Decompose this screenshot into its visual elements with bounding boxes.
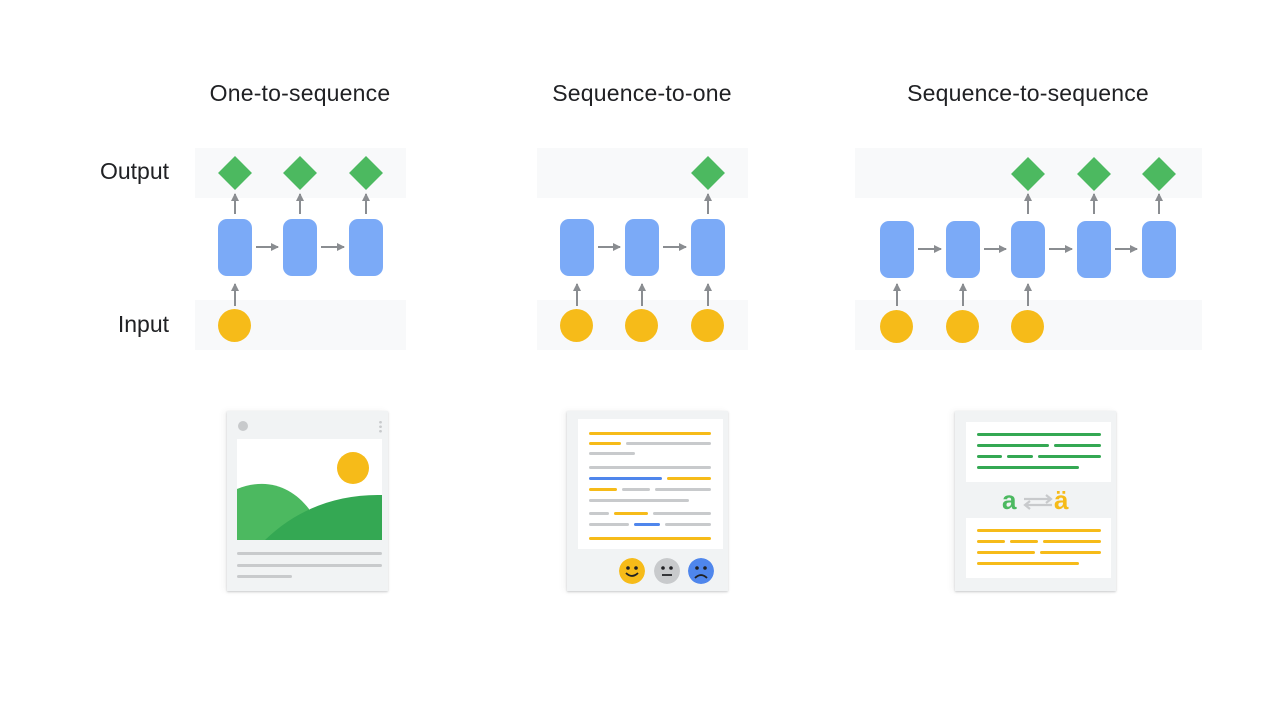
text-line	[589, 537, 711, 540]
input-node	[880, 310, 913, 343]
title-sequence-to-sequence: Sequence-to-sequence	[907, 80, 1149, 106]
text-line	[977, 529, 1101, 532]
text-line	[653, 512, 711, 515]
text-line	[589, 512, 609, 515]
landscape-image	[237, 439, 382, 540]
text-line	[1007, 455, 1033, 458]
rnn-cell	[625, 219, 659, 276]
source-text-panel	[966, 422, 1111, 482]
text-line	[1043, 540, 1101, 543]
caption-line	[237, 575, 292, 578]
image-caption-card	[227, 411, 388, 591]
text-line	[589, 442, 621, 445]
title-one-to-sequence: One-to-sequence	[209, 80, 391, 106]
text-line	[977, 540, 1005, 543]
rnn-cell	[283, 219, 317, 276]
text-line	[977, 466, 1079, 469]
input-node	[1011, 310, 1044, 343]
text-line	[589, 432, 711, 435]
text-line	[977, 444, 1049, 447]
text-line	[667, 477, 711, 480]
rnn-cell	[1011, 221, 1045, 278]
sentiment-card	[567, 411, 728, 591]
text-line	[614, 512, 648, 515]
text-line	[1038, 455, 1101, 458]
text-line	[1010, 540, 1038, 543]
input-node	[218, 309, 251, 342]
text-line	[626, 442, 711, 445]
text-line	[655, 488, 711, 491]
input-node	[946, 310, 979, 343]
target-letter: ä	[1054, 485, 1069, 515]
text-line	[634, 523, 660, 526]
row-label-output: Output	[99, 158, 169, 184]
input-node	[691, 309, 724, 342]
landscape-icon	[237, 452, 382, 540]
text-line	[665, 523, 711, 526]
document-panel	[578, 419, 723, 549]
text-line	[589, 477, 662, 480]
text-line	[589, 452, 635, 455]
rnn-cell	[946, 221, 980, 278]
text-line	[1040, 551, 1101, 554]
rnn-cell	[218, 219, 252, 276]
neutral-face-icon	[654, 558, 680, 584]
text-line	[977, 562, 1079, 565]
sad-face-icon	[688, 558, 714, 584]
target-text-panel	[966, 518, 1111, 578]
text-line	[1054, 444, 1101, 447]
caption-line	[237, 552, 382, 555]
title-sequence-to-one: Sequence-to-one	[552, 80, 732, 106]
text-line	[589, 466, 711, 469]
rnn-cell	[560, 219, 594, 276]
text-line	[977, 455, 1002, 458]
rnn-cell	[1077, 221, 1111, 278]
text-line	[622, 488, 650, 491]
caption-line	[237, 564, 382, 567]
row-label-input: Input	[117, 311, 169, 337]
source-letter: a	[1002, 485, 1017, 515]
window-dot-icon	[238, 421, 248, 431]
text-line	[589, 499, 689, 502]
rnn-cell	[691, 219, 725, 276]
rnn-cell	[1142, 221, 1176, 278]
input-node	[560, 309, 593, 342]
more-vert-icon	[379, 420, 382, 433]
happy-face-icon	[619, 558, 645, 584]
text-line	[589, 523, 629, 526]
rnn-cell	[349, 219, 383, 276]
rnn-cell	[880, 221, 914, 278]
text-line	[589, 488, 617, 491]
translation-card: a ä	[955, 411, 1116, 591]
input-node	[625, 309, 658, 342]
text-line	[977, 433, 1101, 436]
swap-arrows-icon	[1023, 494, 1053, 510]
text-line	[977, 551, 1035, 554]
